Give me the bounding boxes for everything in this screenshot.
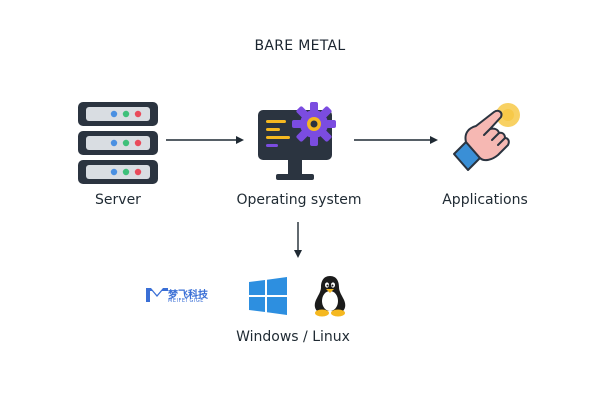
os-label: Operating system bbox=[236, 192, 362, 208]
windows-logo-icon bbox=[249, 277, 287, 315]
linux-tux-icon bbox=[314, 276, 346, 317]
monitor-gear-icon bbox=[258, 102, 336, 180]
arrow-os-to-apps bbox=[354, 136, 438, 144]
apps-label: Applications bbox=[442, 192, 528, 208]
watermark-cn-text: 梦飞科技 bbox=[168, 290, 208, 301]
server-label: Server bbox=[95, 192, 141, 208]
watermark-en-text: MEIFEI GIGE bbox=[168, 298, 204, 304]
meifei-logo-icon bbox=[146, 288, 168, 302]
diagram-title: BARE METAL bbox=[254, 38, 346, 54]
pointing-hand-icon bbox=[453, 103, 520, 171]
platforms-label: Windows / Linux bbox=[236, 329, 350, 345]
server-rack-icon bbox=[78, 102, 158, 184]
arrow-os-to-platforms bbox=[294, 222, 302, 258]
arrow-server-to-os bbox=[166, 136, 244, 144]
